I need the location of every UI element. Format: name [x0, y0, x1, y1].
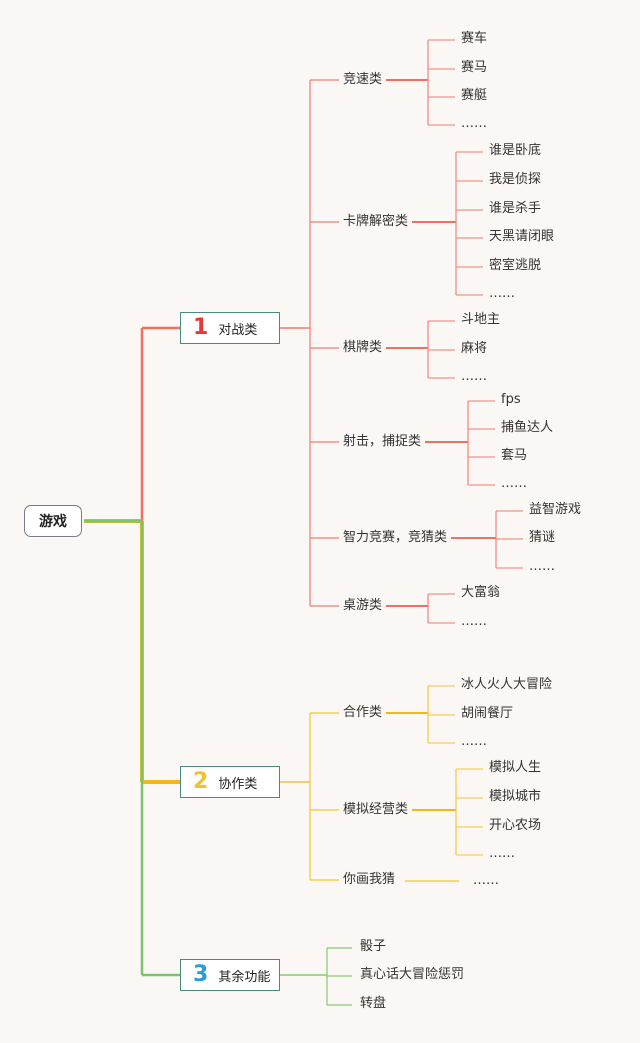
leaf-node[interactable]: 大富翁: [461, 585, 501, 600]
root-node[interactable]: 游戏: [24, 505, 82, 537]
subcategory-node[interactable]: 智力竞赛，竞猜类: [343, 530, 448, 545]
leaf-node[interactable]: 谁是卧底: [489, 143, 542, 158]
leaf-node[interactable]: 麻将: [461, 341, 488, 356]
subcategory-node[interactable]: 棋牌类: [343, 340, 383, 355]
leaf-node[interactable]: 猜谜: [529, 530, 556, 545]
leaf-node[interactable]: ……: [489, 846, 515, 861]
leaf-node[interactable]: 真心话大冒险惩罚: [360, 967, 465, 982]
leaf-node[interactable]: 套马: [501, 448, 528, 463]
leaf-node[interactable]: fps: [501, 392, 521, 407]
category-label-3: 其余功能: [218, 969, 271, 985]
leaf-node[interactable]: 我是侦探: [489, 172, 542, 187]
leaf-node[interactable]: 骰子: [360, 939, 387, 954]
leaf-node[interactable]: 天黑请闭眼: [489, 229, 555, 244]
leaf-node[interactable]: 赛艇: [461, 88, 488, 103]
subcategory-node[interactable]: 桌游类: [343, 598, 383, 613]
subcategory-node[interactable]: 模拟经营类: [343, 802, 409, 817]
leaf-node[interactable]: 胡闹餐厅: [461, 706, 514, 721]
leaf-node[interactable]: 益智游戏: [529, 502, 582, 517]
subcategory-node[interactable]: 你画我猜: [343, 872, 396, 887]
category-number-3: 3: [193, 962, 209, 987]
category-number-2: 2: [193, 769, 209, 794]
subcategory-node[interactable]: 射击，捕捉类: [343, 434, 422, 449]
leaf-node[interactable]: ……: [461, 614, 487, 629]
leaf-node[interactable]: 模拟城市: [489, 789, 542, 804]
leaf-node[interactable]: ……: [461, 369, 487, 384]
leaf-node[interactable]: 模拟人生: [489, 760, 542, 775]
leaf-node[interactable]: 转盘: [360, 996, 387, 1011]
category-number-1: 1: [193, 315, 209, 340]
leaf-node[interactable]: ……: [461, 734, 487, 749]
leaf-node[interactable]: 斗地主: [461, 312, 501, 327]
category-label-1: 对战类: [218, 322, 258, 338]
subcategory-node[interactable]: 卡牌解密类: [343, 214, 409, 229]
category-label-2: 协作类: [218, 776, 258, 792]
leaf-node[interactable]: 冰人火人大冒险: [461, 677, 553, 692]
leaf-node[interactable]: ……: [489, 286, 515, 301]
leaf-node[interactable]: 开心农场: [489, 818, 542, 833]
root-label: 游戏: [39, 514, 67, 530]
leaf-node[interactable]: ……: [461, 116, 487, 131]
leaf-node[interactable]: 密室逃脱: [489, 258, 542, 273]
category-node-3[interactable]: 3 其余功能: [180, 959, 280, 991]
leaf-node[interactable]: 捕鱼达人: [501, 420, 554, 435]
leaf-node[interactable]: ……: [529, 559, 555, 574]
category-node-2[interactable]: 2 协作类: [180, 766, 280, 798]
leaf-node[interactable]: ……: [473, 873, 499, 888]
leaf-node[interactable]: 赛马: [461, 60, 488, 75]
leaf-node[interactable]: 赛车: [461, 31, 488, 46]
subcategory-node[interactable]: 合作类: [343, 705, 383, 720]
leaf-node[interactable]: 谁是杀手: [489, 201, 542, 216]
category-node-1[interactable]: 1 对战类: [180, 312, 280, 344]
leaf-node[interactable]: ……: [501, 476, 527, 491]
subcategory-node[interactable]: 竞速类: [343, 72, 383, 87]
